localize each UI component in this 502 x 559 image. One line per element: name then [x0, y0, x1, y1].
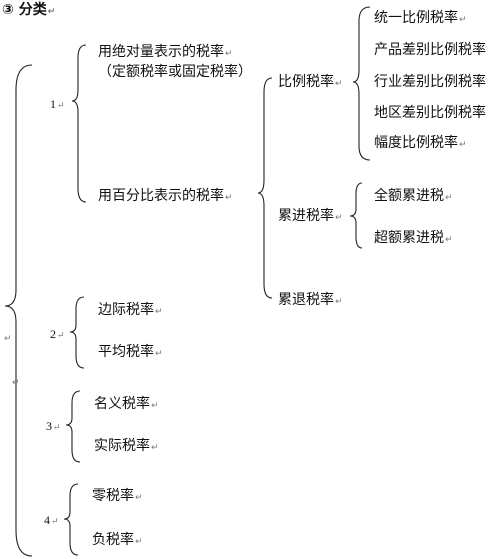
list-item: 负税率↵	[92, 532, 143, 548]
list-item: 幅度比例税率↵	[374, 135, 467, 151]
list-item: 行业差别比例税率	[374, 74, 486, 90]
proportional-rate-label: 比例税率↵	[278, 74, 343, 90]
list-item: 平均税率↵	[98, 344, 163, 360]
progressive-brace	[349, 182, 363, 249]
list-item: 全额累进税↵	[374, 188, 453, 204]
paragraph-mark: ↵	[4, 334, 12, 344]
branch-brace	[257, 77, 273, 299]
list-item: 产品差别比例税率	[374, 42, 486, 58]
list-item: 名义税率↵	[94, 396, 159, 412]
list-item: 实际税率↵	[94, 438, 159, 454]
percentage-rate-label: 用百分比表示的税率↵	[98, 188, 233, 204]
page-title: ③ 分类↵	[2, 2, 56, 18]
list-item: 统一比例税率↵	[374, 10, 467, 26]
list-item: 边际税率↵	[98, 302, 163, 318]
group-number: 1↵	[50, 97, 65, 111]
paragraph-mark: ↵	[12, 378, 20, 388]
list-item: 超额累进税↵	[374, 230, 453, 246]
group-1-brace	[71, 44, 87, 203]
list-item: 零税率↵	[92, 488, 143, 504]
regressive-rate-label: 累退税率↵	[278, 292, 343, 308]
group-2-brace	[69, 296, 85, 369]
progressive-rate-label: 累进税率↵	[278, 208, 343, 224]
group-4-brace	[63, 483, 79, 556]
absolute-rate-sublabel: （定额税率或固定税率）	[98, 64, 252, 80]
proportional-brace	[352, 6, 371, 161]
list-item: 地区差别比例税率	[374, 105, 486, 121]
group-number: 4↵	[44, 513, 59, 527]
group-number: 2↵	[50, 327, 65, 341]
group-3-brace	[65, 390, 81, 463]
outer-brace	[4, 64, 33, 557]
group-number: 3↵	[46, 419, 61, 433]
absolute-rate-label: 用绝对量表示的税率↵	[98, 44, 233, 60]
